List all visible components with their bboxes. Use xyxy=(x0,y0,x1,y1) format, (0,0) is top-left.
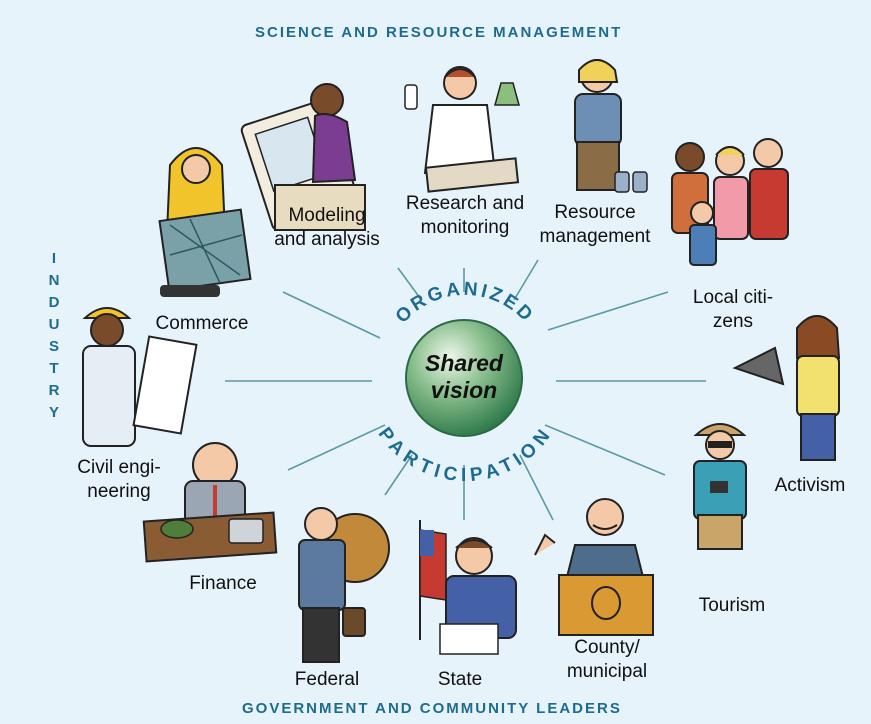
label-line: neering xyxy=(87,481,151,502)
left-header-letter: N xyxy=(48,272,60,289)
label-research-and-monitoring: Research and monitoring xyxy=(397,192,533,240)
label-line: municipal xyxy=(566,661,648,682)
label-activism: Activism xyxy=(760,474,860,498)
bottom-category-header: GOVERNMENT AND COMMUNITY LEADERS xyxy=(242,700,622,717)
county-illustration xyxy=(534,498,654,636)
label-line: and analysis xyxy=(274,229,380,250)
label-line: State xyxy=(437,669,483,690)
spoke-finance xyxy=(287,424,386,471)
label-line: Resource xyxy=(554,202,636,223)
label-line: Commerce xyxy=(155,313,249,334)
label-finance: Finance xyxy=(178,572,268,596)
label-line: zens xyxy=(712,311,754,332)
finance-illustration xyxy=(142,442,278,563)
label-civil-engineering: Civil engi- neering xyxy=(64,456,174,504)
label-line: County/ xyxy=(574,637,640,658)
label-state: State xyxy=(420,668,500,692)
research-illustration xyxy=(404,66,520,193)
local-citizens-illustration xyxy=(671,138,789,266)
label-line: management xyxy=(539,226,651,247)
state-illustration xyxy=(419,520,517,655)
label-modeling-and-analysis: Modeling and analysis xyxy=(262,204,392,252)
spoke-modeling xyxy=(397,267,421,299)
left-header-letter: D xyxy=(48,294,60,311)
label-line: Activism xyxy=(774,475,846,496)
left-header-letter: Y xyxy=(48,404,59,421)
spoke-local xyxy=(547,291,669,331)
resource-illustration xyxy=(574,59,648,193)
label-tourism: Tourism xyxy=(684,594,780,618)
top-category-header: SCIENCE AND RESOURCE MANAGEMENT xyxy=(255,24,623,41)
commerce-illustration xyxy=(158,147,252,297)
left-header-letter: S xyxy=(48,338,59,355)
label-line: Research and xyxy=(405,193,525,214)
label-line: Civil engi- xyxy=(77,457,161,478)
label-line: Finance xyxy=(189,573,257,594)
tourism-illustration xyxy=(693,423,747,550)
label-federal: Federal xyxy=(285,668,369,692)
spoke-commerce xyxy=(282,291,381,339)
spoke-federal xyxy=(384,454,413,496)
center-line-1: Shared xyxy=(425,350,503,376)
civil-engineering-illustration xyxy=(82,307,198,447)
label-local-citizens: Local citi- zens xyxy=(683,286,783,334)
label-resource-management: Resource management xyxy=(528,201,662,249)
label-line: Modeling xyxy=(288,205,366,226)
label-line: Local citi- xyxy=(692,287,774,308)
label-line: monitoring xyxy=(420,217,510,238)
left-header-letter: U xyxy=(48,316,60,333)
left-header-letter: I xyxy=(51,250,57,267)
label-county-municipal: County/ municipal xyxy=(552,636,662,684)
activism-illustration xyxy=(732,315,841,461)
modeling-illustration xyxy=(240,83,366,231)
center-line-2: vision xyxy=(430,377,498,403)
spoke-tourism xyxy=(544,424,666,476)
label-commerce: Commerce xyxy=(144,312,260,336)
spoke-resource xyxy=(513,259,539,301)
connector-spokes xyxy=(225,259,706,521)
federal-illustration xyxy=(298,507,390,663)
left-header-letter: T xyxy=(49,360,59,377)
label-line: Federal xyxy=(294,669,360,690)
label-line: Tourism xyxy=(698,595,766,616)
shared-vision-sphere xyxy=(405,319,523,437)
left-header-letter: R xyxy=(48,382,60,399)
spoke-county xyxy=(519,454,554,521)
shared-vision-label: Shared vision xyxy=(404,350,524,404)
